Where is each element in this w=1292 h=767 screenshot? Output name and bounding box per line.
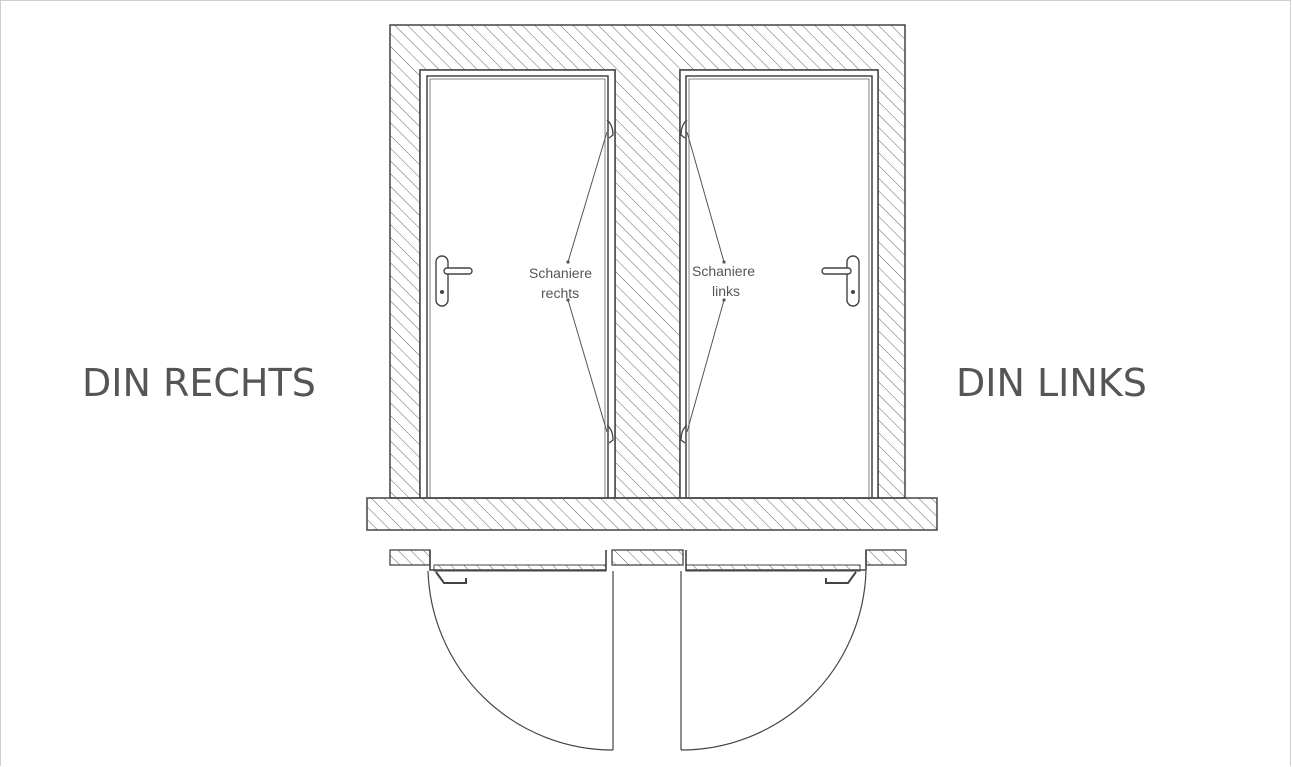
door-right-hinged [426, 75, 614, 499]
label-hinges-left-1: Schaniere [692, 263, 755, 279]
door-left-hinged [680, 75, 873, 499]
hinge-top-right [606, 119, 614, 139]
hinge-bottom-right [606, 424, 614, 444]
label-hinges-right-2: rechts [541, 285, 579, 301]
label-din-links: DIN LINKS [956, 361, 1147, 405]
door-handle-right [821, 255, 860, 307]
label-hinges-right-1: Schaniere [529, 265, 592, 281]
floor-slab [366, 497, 938, 531]
hinge-bottom-left [680, 424, 688, 444]
plan-view [389, 549, 907, 751]
door-handle-left [435, 255, 473, 307]
label-din-rechts: DIN RECHTS [82, 361, 316, 405]
label-hinges-left-2: links [712, 283, 740, 299]
hinge-top-left [680, 119, 688, 139]
